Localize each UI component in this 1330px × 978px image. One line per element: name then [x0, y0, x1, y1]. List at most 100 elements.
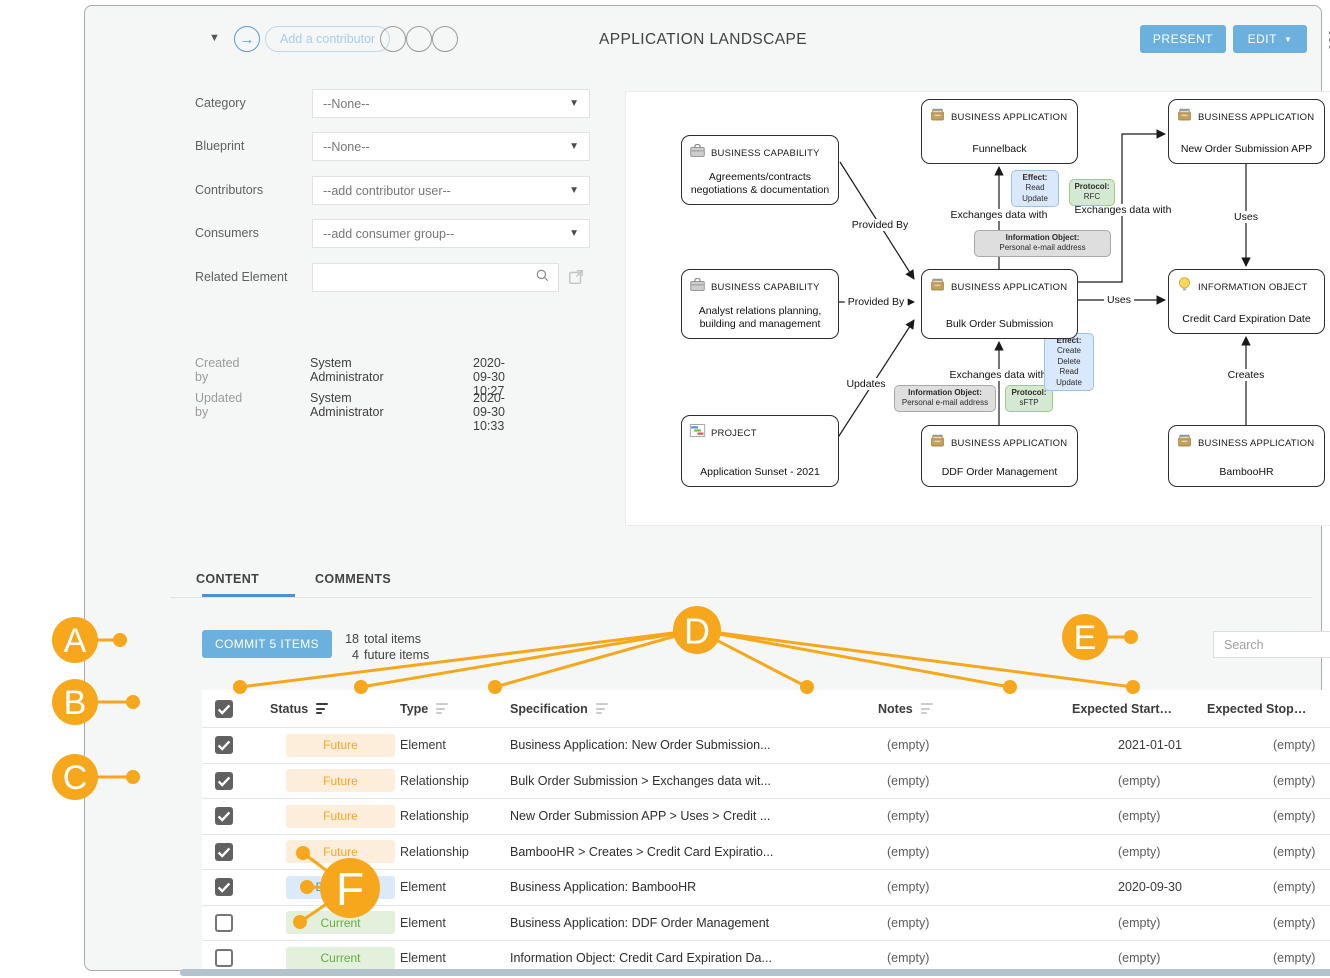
row-checkbox[interactable] [215, 878, 233, 897]
specification-cell: Business Application: DDF Order Manageme… [510, 915, 770, 930]
badge-line: Update [1056, 377, 1082, 387]
edit-button-label: EDIT [1247, 32, 1277, 46]
blueprint-select-value: --None-- [323, 139, 370, 154]
status-badge: Current [286, 911, 395, 935]
column-header-label: Status [270, 701, 309, 716]
node-header: BUSINESS CAPABILITY [682, 270, 838, 298]
open-external-icon[interactable] [567, 268, 585, 291]
page-title: APPLICATION LANDSCAPE [599, 31, 807, 48]
row-checkbox-cell [202, 870, 250, 905]
status-cell: Future [250, 764, 400, 799]
type-cell: Relationship [400, 844, 469, 859]
collapse-caret-icon[interactable]: ▼ [209, 32, 220, 44]
related-element-input[interactable] [312, 263, 559, 292]
column-header-expected_stop[interactable]: Expected Stop… [1207, 690, 1330, 727]
table-search-input[interactable] [1222, 636, 1330, 653]
commit-items-button[interactable]: COMMIT 5 ITEMS [202, 630, 332, 658]
row-checkbox[interactable] [215, 949, 233, 968]
form-row-related-element: Related Element [195, 263, 595, 292]
column-header-type[interactable]: Type [400, 690, 510, 727]
chevron-down-icon: ▼ [569, 185, 579, 196]
sort-icon[interactable] [316, 703, 329, 714]
info-badge: Information Object:Personal e-mail addre… [894, 385, 996, 412]
badge-line: Create [1056, 346, 1081, 356]
badge-line: RFC [1083, 192, 1101, 202]
table-search-box[interactable] [1213, 631, 1330, 658]
row-checkbox[interactable] [215, 736, 233, 755]
tab-content[interactable]: CONTENT [196, 572, 260, 586]
avatar-placeholder[interactable] [432, 26, 458, 52]
column-header-expected_start[interactable]: Expected Start… [1072, 690, 1207, 727]
badge-line: Read [1059, 367, 1079, 377]
expected-stop-cell: (empty) [1273, 844, 1316, 859]
present-button[interactable]: PRESENT [1140, 25, 1226, 53]
expected-start-cell: (empty) [1118, 844, 1161, 859]
table-row[interactable]: Future Relationship BambooHR > Creates > C… [202, 833, 1330, 870]
expected-stop-cell: (empty) [1273, 738, 1316, 753]
row-checkbox-cell [202, 941, 250, 976]
sort-icon[interactable] [436, 703, 449, 714]
app-box-icon [929, 106, 946, 128]
node-name: New Order Submission APP [1180, 142, 1313, 155]
status-cell: Future [250, 799, 400, 834]
column-header-specification[interactable]: Specification [510, 690, 878, 727]
column-header-notes[interactable]: Notes [878, 690, 1072, 727]
row-checkbox-cell [202, 799, 250, 834]
form-row-blueprint: Blueprint --None-- ▼ [195, 132, 595, 161]
row-checkbox-cell [202, 835, 250, 870]
add-contributor-input[interactable]: Add a contributor [265, 26, 391, 52]
specification-cell: BambooHR > Creates > Credit Card Expirat… [510, 844, 774, 859]
briefcase-icon [689, 142, 706, 164]
type-cell: Element [400, 880, 446, 895]
blueprint-select[interactable]: --None-- ▼ [312, 132, 590, 161]
consumers-select[interactable]: --add consumer group-- ▼ [312, 219, 590, 248]
sort-icon[interactable] [595, 703, 608, 714]
node-name: BambooHR [1219, 465, 1274, 478]
specification-cell: New Order Submission APP > Uses > Credit… [510, 809, 771, 824]
expected-start-cell: (empty) [1118, 773, 1161, 788]
horizontal-scrollbar[interactable] [180, 969, 1330, 976]
row-checkbox[interactable] [215, 842, 233, 861]
notes-cell: (empty) [887, 773, 930, 788]
sort-icon[interactable] [920, 703, 933, 714]
future-items-label: future items [364, 648, 430, 662]
avatar-placeholder[interactable] [380, 26, 406, 52]
expected-start-cell: (empty) [1118, 915, 1161, 930]
tab-comments[interactable]: COMMENTS [315, 572, 392, 586]
field-label: Contributors [195, 183, 264, 197]
submit-contributor-arrow-icon[interactable]: → [234, 26, 260, 52]
notes-cell: (empty) [887, 951, 930, 966]
edit-button[interactable]: EDIT ▼ [1233, 25, 1307, 53]
avatar-placeholder[interactable] [406, 26, 432, 52]
updated-by-label: Updated by [195, 391, 243, 419]
specification-cell: Business Application: New Order Submissi… [510, 738, 771, 753]
related-element-text-input[interactable] [321, 269, 535, 286]
row-checkbox[interactable] [215, 771, 233, 790]
contributors-select[interactable]: --add contributor user-- ▼ [312, 176, 590, 205]
node-type-label: PROJECT [711, 427, 757, 439]
row-checkbox[interactable] [215, 913, 233, 932]
status-cell: Future [250, 835, 400, 870]
row-checkbox[interactable] [215, 807, 233, 826]
type-cell: Relationship [400, 809, 469, 824]
category-select[interactable]: --None-- ▼ [312, 89, 590, 118]
status-badge: Future [286, 840, 395, 864]
column-header-status[interactable]: Status [250, 690, 400, 727]
select-all-checkbox[interactable] [215, 699, 233, 718]
more-options-icon[interactable] [1323, 27, 1330, 53]
